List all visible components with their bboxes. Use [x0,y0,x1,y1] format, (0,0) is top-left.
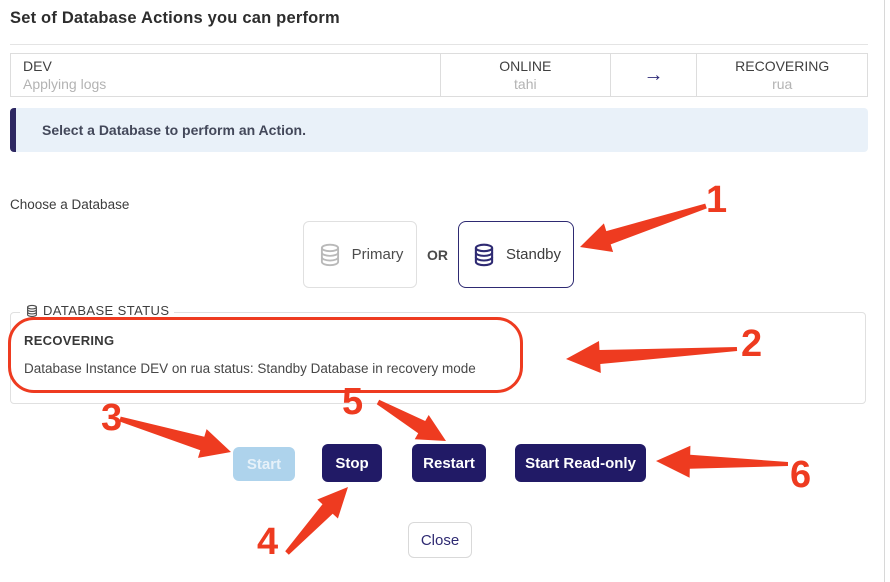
annotation-number-2: 2 [741,323,763,365]
primary-status: ONLINE [499,58,552,74]
right-arrow-icon: → [643,63,664,86]
database-icon [471,242,497,268]
stop-button[interactable]: Stop [322,444,382,482]
dialog-right-edge [884,0,885,582]
start-button[interactable]: Start [233,447,295,481]
page-title: Set of Database Actions you can perform [10,9,340,27]
standby-button-label: Standby [505,246,562,263]
instance-status: Applying logs [23,76,107,92]
header-cell-arrow: → [609,54,697,96]
database-status-legend-label: DATABASE STATUS [43,303,170,318]
annotation-number-4: 4 [257,521,279,563]
info-banner-message: Select a Database to perform an Action. [42,122,306,138]
header-cell-standby: RECOVERING rua [696,54,867,96]
status-state: RECOVERING [24,333,115,348]
database-icon [25,304,39,318]
annotation-arrow-3-icon [119,416,231,458]
primary-database-button[interactable]: Primary [303,221,417,288]
standby-database-button[interactable]: Standby [458,221,574,288]
header-cell-instance: DEV Applying logs [11,54,440,96]
database-status-legend: DATABASE STATUS [20,303,175,318]
annotation-arrow-6-icon [656,445,788,478]
annotation-arrow-5-icon [376,399,446,441]
annotation-arrow-1-icon [580,203,707,252]
start-readonly-button[interactable]: Start Read-only [515,444,646,482]
annotation-number-3: 3 [101,397,123,439]
primary-button-label: Primary [351,246,404,263]
database-chooser: Primary OR Standby [303,221,574,288]
database-icon [317,242,343,268]
status-message: Database Instance DEV on rua status: Sta… [24,361,476,376]
annotation-number-5: 5 [342,381,364,423]
header-cell-primary: ONLINE tahi [440,54,610,96]
annotation-arrow-4-icon [285,487,348,555]
status-highlight-oval [8,317,523,393]
restart-button[interactable]: Restart [412,444,486,482]
choose-database-label: Choose a Database [10,197,130,212]
annotation-number-1: 1 [706,179,728,221]
close-button[interactable]: Close [408,522,472,558]
divider [10,44,868,45]
database-status-header: DEV Applying logs ONLINE tahi → RECOVERI… [10,53,868,97]
or-label: OR [427,246,448,263]
primary-host: tahi [514,76,537,92]
annotation-number-6: 6 [790,454,812,496]
standby-status: RECOVERING [735,58,830,74]
standby-host: rua [772,76,793,92]
instance-name: DEV [23,58,52,74]
info-banner: Select a Database to perform an Action. [10,108,868,152]
